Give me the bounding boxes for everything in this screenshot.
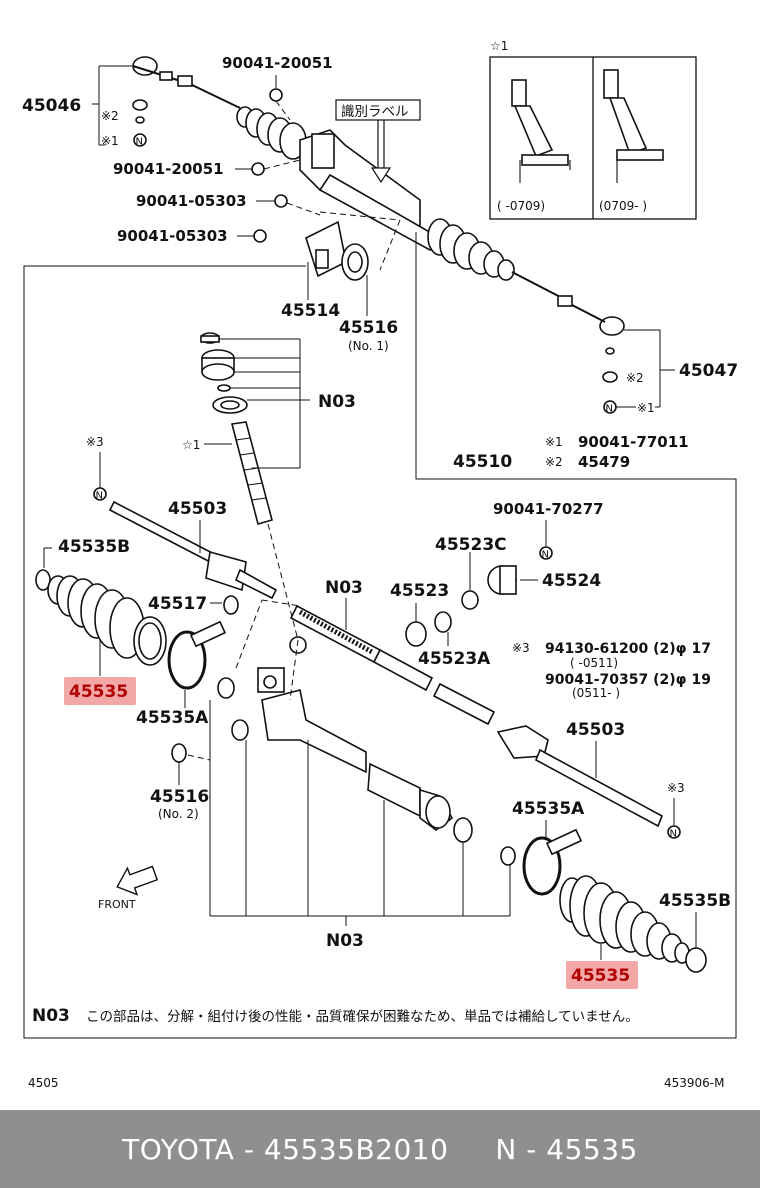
label-45517: 45517 — [148, 594, 207, 614]
pinion-parts-group: ☆1 N03 — [182, 332, 356, 641]
bushing-45516-no1: 45516 (No. 1) — [339, 243, 398, 353]
clamp-45535A-left: 45535A — [136, 620, 227, 728]
label-90041-05303-a: 90041-05303 — [136, 192, 247, 210]
frame-45510: 45510 — [23, 232, 737, 1039]
label-n03-mid: N03 — [325, 578, 363, 598]
label-45047: 45047 — [679, 361, 738, 381]
lower-housing: N03 — [209, 599, 511, 951]
callout-90041-05303-b: 90041-05303 — [117, 227, 267, 245]
bracket-45514: 45514 — [281, 220, 347, 321]
label-45523: 45523 — [390, 581, 449, 601]
label-45046: 45046 — [22, 96, 81, 116]
kome3-right: ※3 — [667, 781, 685, 795]
inset-shaft-variants: ☆1 ( -0709) (0709- ) — [489, 39, 697, 220]
label-45510: 45510 — [453, 452, 512, 472]
ring-45517: 45517 — [148, 594, 239, 615]
kome2-right: ※2 — [626, 371, 644, 385]
tie-rod-right-45503: 45503 ※3 N — [496, 720, 685, 840]
upper-boot-left — [236, 106, 307, 160]
label-45523C: 45523C — [435, 535, 507, 555]
footer-left-code: 4505 — [28, 1076, 59, 1090]
label-45503-left: 45503 — [168, 499, 227, 519]
legend-k3-line2-range: (0511- ) — [572, 686, 620, 700]
legend-k3-line1-range: ( -0511) — [570, 656, 618, 670]
upper-rack-assembly: 識別ラベル — [132, 56, 625, 336]
label-45516-no2: 45516 — [150, 787, 209, 807]
label-45503-right: 45503 — [566, 720, 625, 740]
part-number-banner: TOYOTA - 45535B2010 N - 45535 — [0, 1110, 760, 1188]
front-arrow: FRONT — [98, 865, 159, 911]
label-90041-20051-a: 90041-20051 — [222, 54, 333, 72]
tie-rod-end-right — [599, 316, 625, 336]
inset-star-label: ☆1 — [490, 39, 508, 53]
label-45516-no1: (No. 1) — [348, 339, 389, 353]
id-label-text: 識別ラベル — [341, 104, 409, 120]
label-45514: 45514 — [281, 301, 340, 321]
part-number-text: TOYOTA - 45535B2010 N - 45535 — [122, 1132, 638, 1166]
adjuster-parts: 45523 45523A 45523C 45524 90041-70277 N — [390, 500, 604, 669]
inset-shaft-right — [603, 69, 664, 183]
label-45535-right: 45535 — [571, 966, 630, 986]
legend-k3-line1: 94130-61200 (2)φ 17 — [545, 641, 711, 657]
highlight-45535-left — [64, 677, 136, 705]
boot-45535-left: 45535 — [47, 575, 167, 705]
parts-diagram: ☆1 ( -0709) (0709- ) — [22, 39, 738, 1090]
note-text: この部品は、分解・組付け後の性能・品質確保が困難なため、単品では補給していません… — [86, 1009, 639, 1025]
label-45523A: 45523A — [418, 649, 491, 669]
legend-k1-part: 90041-77011 — [578, 433, 689, 451]
label-45524: 45524 — [542, 571, 601, 591]
callout-90041-20051-b: 90041-20051 — [113, 159, 301, 178]
boot-45535-right: 45535 — [559, 875, 690, 989]
pinion-shaft — [231, 421, 273, 525]
label-45535-left: 45535 — [69, 682, 128, 702]
clip-45535B-left: 45535B — [35, 537, 130, 591]
inset-shaft-left — [511, 79, 571, 183]
note-n03: N03 この部品は、分解・組付け後の性能・品質確保が困難なため、単品では補給して… — [32, 1006, 639, 1026]
legend-k3: ※3 — [512, 641, 530, 655]
rack-bar: N03 — [289, 578, 496, 726]
callout-45046: 45046 ※2 ※1 N — [22, 65, 148, 148]
callout-90041-20051-a: 90041-20051 — [222, 54, 333, 121]
clip-45535B-right: 45535B — [659, 891, 731, 973]
note-code: N03 — [32, 1006, 70, 1026]
label-n03-upper: N03 — [318, 392, 356, 412]
bushing-45516-no2: 45516 (No. 2) — [150, 743, 211, 821]
legend-kome12: ※1 90041-77011 ※2 45479 — [545, 433, 689, 471]
label-90041-70277: 90041-70277 — [493, 500, 604, 518]
n-symbol-tie-right: N — [670, 829, 677, 840]
n-symbol-adjuster: N — [542, 550, 549, 561]
tie-rod-left-45503: ※3 N 45503 — [86, 435, 278, 600]
kome3-left: ※3 — [86, 435, 104, 449]
highlight-45535-right — [566, 961, 638, 989]
label-45535B-left: 45535B — [58, 537, 130, 557]
legend-k1: ※1 — [545, 435, 563, 449]
footer-right-code: 453906-M — [664, 1076, 725, 1090]
inset-left-range: ( -0709) — [497, 199, 545, 213]
n-symbol-left: N — [136, 137, 143, 148]
label-45516: 45516 — [339, 318, 398, 338]
n-symbol-tie-left: N — [96, 491, 103, 502]
label-90041-05303-b: 90041-05303 — [117, 227, 228, 245]
legend-k2-part: 45479 — [578, 453, 630, 471]
upper-boot-right — [427, 218, 515, 281]
front-label: FRONT — [98, 898, 136, 911]
legend-k3-line2: 90041-70357 (2)φ 19 — [545, 672, 711, 688]
label-45535B-right: 45535B — [659, 891, 731, 911]
kome1-right: ※1 — [637, 401, 655, 415]
n-symbol-right: N — [606, 404, 613, 415]
label-90041-20051-b: 90041-20051 — [113, 160, 224, 178]
inset-right-range: (0709- ) — [599, 199, 647, 213]
callout-45047: 45047 ※2 N ※1 — [602, 329, 738, 415]
legend-k2: ※2 — [545, 455, 563, 469]
label-45516-no2-sub: (No. 2) — [158, 807, 199, 821]
kome1-left: ※1 — [101, 134, 119, 148]
callout-90041-05303-a: 90041-05303 — [136, 192, 321, 216]
legend-kome3: ※3 94130-61200 (2)φ 17 ( -0511) 90041-70… — [512, 641, 711, 700]
label-45535A-right: 45535A — [512, 799, 585, 819]
label-n03-bottom: N03 — [326, 931, 364, 951]
star1-shaft: ☆1 — [182, 438, 200, 452]
clamp-45535A-right: 45535A — [500, 799, 585, 896]
kome2-left: ※2 — [101, 109, 119, 123]
label-45535A-left: 45535A — [136, 708, 209, 728]
